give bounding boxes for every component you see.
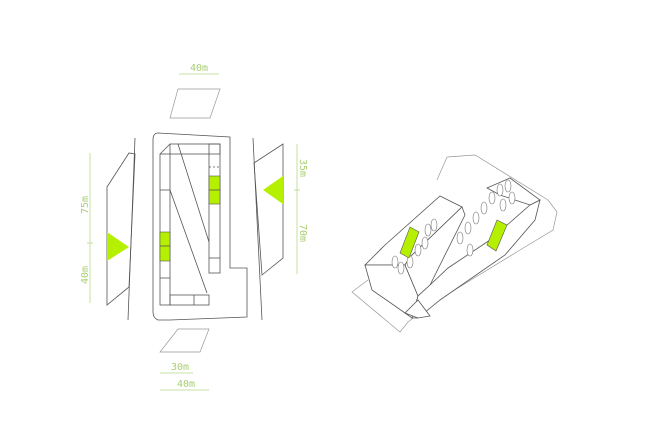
plan-view: 40m 75m 40m 35m 70m <box>80 63 308 391</box>
left-lower-dimension-label: 40m <box>80 266 91 284</box>
trees <box>391 179 516 275</box>
west-entrance-highlight <box>159 231 171 262</box>
central-site-boundary <box>152 132 248 321</box>
tree-icon <box>508 191 516 205</box>
tree-icon <box>397 261 405 275</box>
tree-icon <box>466 243 474 257</box>
tree-icon <box>488 191 496 205</box>
tree-icon <box>499 198 507 212</box>
tree-icon <box>480 201 488 215</box>
left-block <box>106 152 136 306</box>
tree-icon <box>472 211 480 225</box>
north-building-bar <box>169 143 221 155</box>
tree-icon <box>504 179 512 193</box>
right-lower-dimension-label: 70m <box>297 224 308 242</box>
top-dimension-label: 40m <box>190 63 208 74</box>
south-building-bar <box>169 294 210 306</box>
tree-icon <box>464 221 472 235</box>
right-block <box>253 143 284 276</box>
building-end <box>404 299 431 319</box>
bottom-outer-dimension-label: 40m <box>177 379 195 390</box>
tree-icon <box>456 231 464 245</box>
tree-icon <box>406 255 414 269</box>
tree-icon <box>391 255 399 269</box>
tree-icon <box>496 183 504 197</box>
tree-icon <box>421 236 429 250</box>
left-upper-dimension-label: 75m <box>80 196 91 214</box>
right-entrance-triangle-icon <box>263 176 283 204</box>
tree-icon <box>430 218 438 232</box>
tree-icon <box>414 243 422 257</box>
right-upper-dimension-label: 35m <box>297 159 308 177</box>
corner-line <box>159 143 171 155</box>
bottom-parcel <box>159 328 210 353</box>
bottom-inner-dimension-label: 30m <box>171 362 189 373</box>
diagonal-path-2 <box>169 189 208 294</box>
ground-outline <box>351 154 558 333</box>
axonometric-view <box>351 154 558 333</box>
tree-icon <box>424 223 432 237</box>
left-entrance-triangle-icon <box>107 232 129 261</box>
diagonal-path-1 <box>177 143 210 243</box>
right-entrance-highlight <box>486 219 508 252</box>
west-building-bar <box>159 153 171 306</box>
east-building-bar <box>208 143 221 274</box>
left-entrance-highlight <box>399 226 420 259</box>
top-parcel <box>169 88 221 119</box>
